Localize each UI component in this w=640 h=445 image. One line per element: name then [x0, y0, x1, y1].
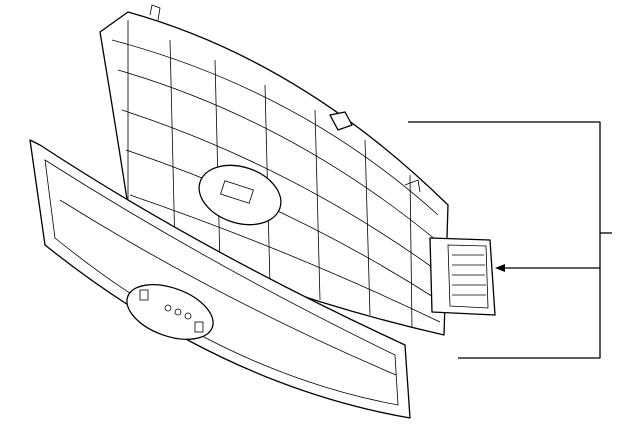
grille-side-insert [429, 237, 496, 316]
grille-bezel [29, 139, 411, 419]
callout-leaders [408, 121, 612, 359]
